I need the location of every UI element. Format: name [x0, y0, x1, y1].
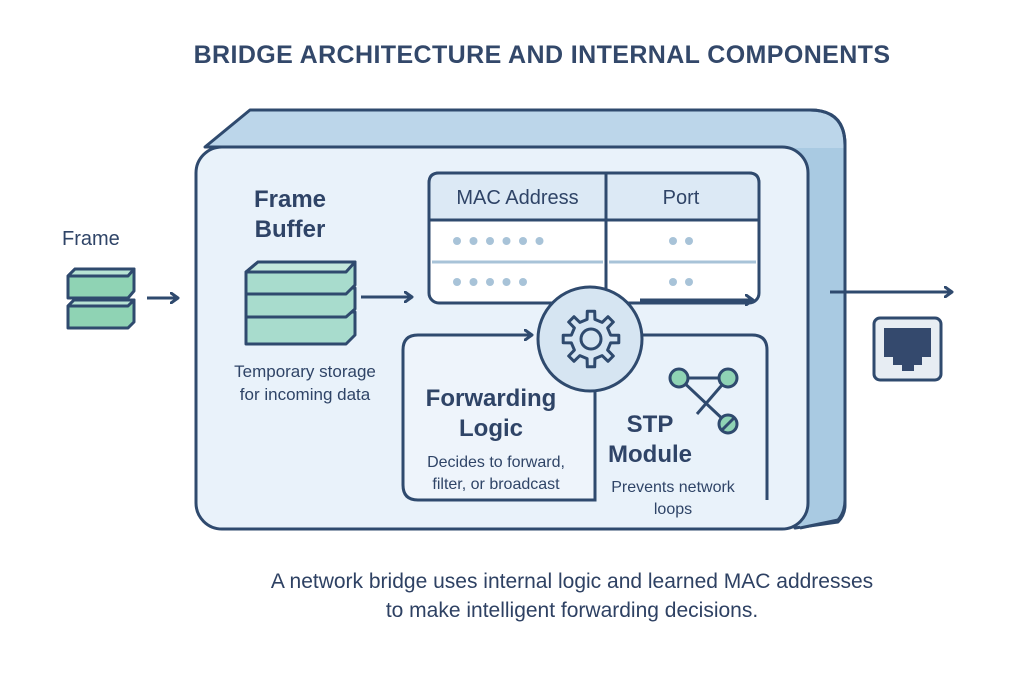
page-title: BRIDGE ARCHITECTURE AND INTERNAL COMPONE… [193, 41, 891, 69]
port-dot [669, 278, 677, 286]
stp-module-desc-line1: Prevents network [611, 479, 735, 496]
gear-icon [536, 285, 644, 393]
input-frame-label: Frame [62, 228, 120, 250]
forwarding-logic-title-line1: Forwarding [425, 385, 557, 412]
mac-address-dot [519, 278, 527, 286]
network-topology-icon [668, 367, 739, 435]
caption-line2: to make intelligent forwarding decisions… [385, 599, 759, 622]
stp-module-box [640, 333, 769, 500]
forwarding-logic-description: Decides to forward, filter, or broadcast [404, 452, 588, 496]
ethernet-port-icon [872, 316, 943, 382]
forwarding-logic-title-line2: Logic [459, 415, 523, 442]
bridge-box-right-edge [799, 108, 847, 530]
mac-address-dot [502, 278, 511, 286]
frame-buffer-title: Frame Buffer [230, 185, 350, 245]
frame-buffer-title-line1: Frame [253, 186, 327, 213]
caption-line1: A network bridge uses internal logic and… [270, 570, 874, 593]
mac-address-dot [486, 237, 494, 245]
mac-address-dot [535, 237, 544, 245]
port-dot [685, 278, 693, 286]
frame-buffer-description: Temporary storage for incoming data [210, 360, 400, 406]
stp-module-title-line1: STP [626, 411, 674, 438]
forwarding-logic-desc-line2: filter, or broadcast [432, 476, 560, 493]
mac-address-dot [469, 278, 478, 286]
mac-address-dot [453, 237, 461, 245]
frame-buffer-desc-line2: for incoming data [239, 385, 371, 404]
mac-address-dot [486, 278, 494, 286]
port-dot [669, 237, 677, 245]
port-dot [685, 237, 693, 245]
stp-module-title: STP Module [605, 410, 695, 470]
table-header-port: Port [662, 187, 700, 209]
stp-module-description: Prevents network loops [578, 477, 768, 521]
mac-address-table [427, 171, 761, 305]
stacked-frames-icon [66, 267, 136, 330]
mac-address-dot [453, 278, 461, 286]
stp-module-desc-line2: loops [653, 501, 693, 518]
frame-buffer-desc-line1: Temporary storage [234, 362, 376, 381]
table-header-mac-address: MAC Address [456, 187, 579, 209]
forwarding-logic-desc-line1: Decides to forward, [427, 454, 565, 471]
forwarding-logic-title: Forwarding Logic [406, 384, 576, 444]
stp-module-title-line2: Module [608, 441, 692, 468]
frame-buffer-title-line2: Buffer [254, 216, 326, 243]
caption: A network bridge uses internal logic and… [0, 567, 1024, 625]
mac-table-rows [453, 237, 693, 286]
mac-address-dot [469, 237, 478, 245]
mac-address-dot [519, 237, 527, 245]
mac-address-dot [502, 237, 511, 245]
buffer-stack-icon [244, 260, 357, 346]
